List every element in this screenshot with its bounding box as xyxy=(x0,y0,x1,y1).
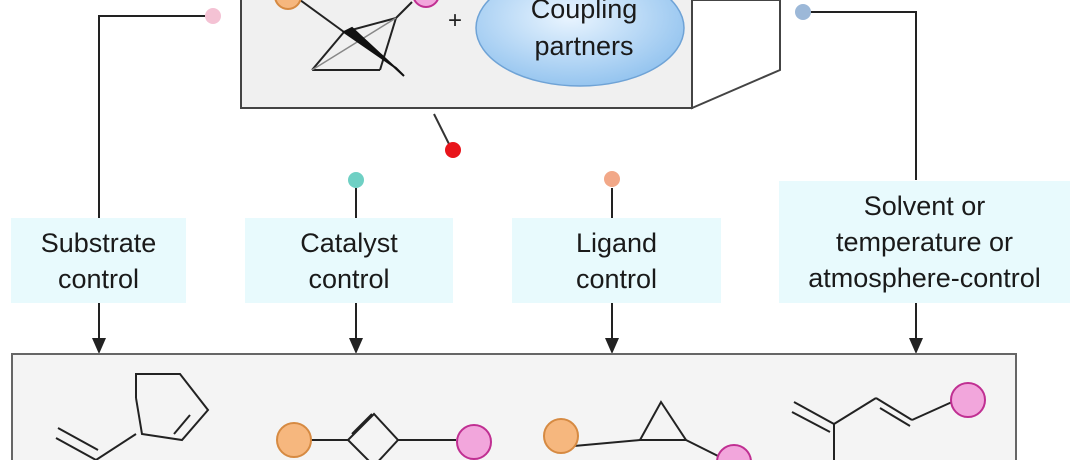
coupling-partners-line1: Coupling xyxy=(531,0,638,24)
pink-substituent-top xyxy=(413,0,439,8)
product4-pink-ball xyxy=(950,382,986,418)
substrate-control-box: Substrate control xyxy=(11,218,186,303)
ligand-control-box: Ligand control xyxy=(512,218,721,303)
products-box xyxy=(11,353,1017,460)
ligand-control-dot xyxy=(604,171,620,187)
product2-orange-ball xyxy=(276,422,312,458)
coupling-partners-ellipse xyxy=(475,0,685,87)
product3-pink-ball xyxy=(716,444,752,460)
catalyst-control-label: Catalyst control xyxy=(300,227,398,294)
solvent-control-box: Solvent or temperature or atmosphere-con… xyxy=(779,181,1070,303)
product3-orange-ball xyxy=(543,418,579,454)
bicyclobutane-structure xyxy=(299,0,413,77)
solvent-control-label: Solvent or temperature or atmosphere-con… xyxy=(808,191,1041,293)
product-substrate-control xyxy=(55,373,210,460)
plus-sign: + xyxy=(448,7,462,34)
ligand-control-label: Ligand control xyxy=(575,227,658,294)
substrate-control-dot xyxy=(205,8,221,24)
coupling-partners-line2: partners xyxy=(534,31,633,61)
substrate-control-label: Substrate control xyxy=(40,227,157,294)
red-pin-stem xyxy=(433,113,451,147)
product-ligand-control xyxy=(573,400,723,459)
product-solvent-control xyxy=(791,397,953,460)
product2-pink-ball xyxy=(456,424,492,460)
red-pin-dot xyxy=(445,142,461,158)
orange-substituent-top xyxy=(274,0,302,10)
connector-lines xyxy=(98,11,917,340)
product-catalyst-control xyxy=(308,412,456,460)
solvent-control-dot xyxy=(795,4,811,20)
catalyst-control-box: Catalyst control xyxy=(245,218,453,303)
arrowheads xyxy=(92,338,923,354)
catalyst-control-dot xyxy=(348,172,364,188)
reagent-box-side xyxy=(691,0,781,110)
